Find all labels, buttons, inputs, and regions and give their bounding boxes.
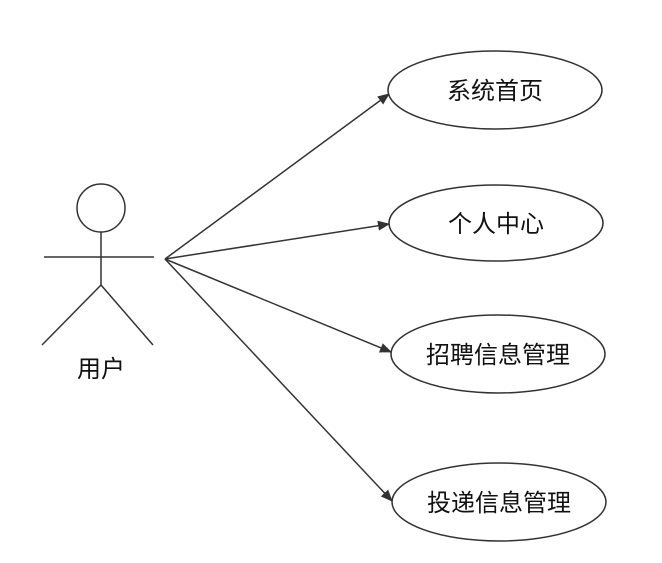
- actor-right-leg: [100, 284, 154, 346]
- actor-head: [76, 183, 126, 233]
- use-case-1: 系统首页: [387, 50, 603, 130]
- actor-label: 用户: [77, 355, 125, 383]
- use-case-label: 投递信息管理: [427, 489, 571, 517]
- actor-left-leg: [41, 284, 102, 346]
- association-arrow-3: [164, 258, 392, 353]
- use-case-ellipse: [390, 314, 606, 394]
- use-case-3: 招聘信息管理: [390, 314, 606, 394]
- use-case-ellipse: [391, 462, 607, 542]
- actor-figure: [41, 183, 154, 346]
- use-case-ellipse: [388, 184, 604, 262]
- use-case-2: 个人中心: [388, 184, 604, 262]
- use-case-4: 投递信息管理: [391, 462, 607, 542]
- use-case-label: 招聘信息管理: [426, 341, 570, 369]
- use-case-label: 系统首页: [447, 77, 543, 105]
- use-case-ellipse: [387, 50, 603, 130]
- association-arrow-4: [164, 258, 393, 502]
- association-arrow-1: [164, 93, 390, 260]
- use-case-label: 个人中心: [448, 210, 544, 238]
- association-arrow-2: [164, 220, 390, 260]
